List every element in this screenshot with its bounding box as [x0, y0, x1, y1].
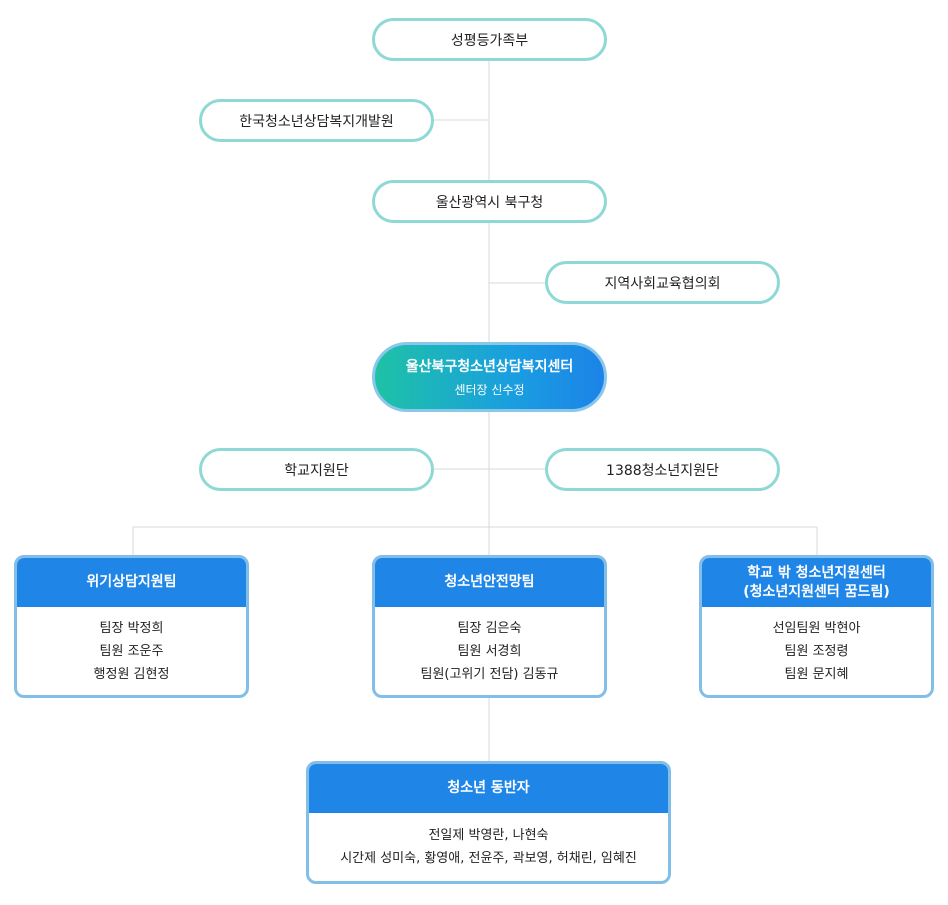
team-header: 위기상담지원팀 — [17, 558, 246, 607]
companion-title: 청소년 동반자 — [447, 780, 530, 796]
team-header: 학교 밖 청소년지원센터 (청소년지원센터 꿈드림) — [702, 558, 931, 607]
team-crisis-counseling: 위기상담지원팀 팀장 박정희 팀원 조운주 행정원 김현정 — [14, 555, 249, 698]
team-members: 팀장 박정희 팀원 조운주 행정원 김현정 — [17, 607, 246, 695]
youth-companion: 청소년 동반자 전일제 박영란, 나현숙 시간제 성미숙, 황영애, 전윤주, … — [306, 761, 671, 884]
team-out-of-school-center: 학교 밖 청소년지원센터 (청소년지원센터 꿈드림) 선임팀원 박현아 팀원 조… — [699, 555, 934, 698]
node-ministry-label: 성평등가족부 — [450, 32, 529, 49]
member-item: 행정원 김현정 — [93, 666, 170, 682]
team-title: 청소년안전망팀 — [444, 574, 535, 590]
member-item: 선임팀원 박현아 — [772, 620, 861, 636]
companion-header: 청소년 동반자 — [309, 764, 668, 813]
node-counseling-institute: 한국청소년상담복지개발원 — [199, 99, 434, 142]
member-item: 시간제 성미숙, 황영애, 전윤주, 곽보영, 허채린, 임혜진 — [340, 851, 637, 866]
node-community-council: 지역사회교육협의회 — [545, 261, 780, 304]
node-school-support-label: 학교지원단 — [284, 462, 349, 479]
companion-members: 전일제 박영란, 나현숙 시간제 성미숙, 황영애, 전윤주, 곽보영, 허채린… — [309, 813, 668, 881]
node-buk-gu-office: 울산광역시 북구청 — [372, 180, 607, 223]
node-ministry: 성평등가족부 — [372, 18, 607, 61]
node-buk-gu-office-label: 울산광역시 북구청 — [435, 194, 544, 211]
member-item: 팀원 서경희 — [457, 643, 522, 659]
member-item: 팀장 박정희 — [99, 620, 164, 636]
team-youth-safety-net: 청소년안전망팀 팀장 김은숙 팀원 서경희 팀원(고위기 전담) 김동규 — [372, 555, 607, 698]
team-title: 위기상담지원팀 — [86, 574, 177, 590]
node-1388-support-label: 1388청소년지원단 — [606, 462, 719, 479]
member-item: 팀원 조정령 — [784, 643, 849, 659]
team-members: 선임팀원 박현아 팀원 조정령 팀원 문지혜 — [702, 607, 931, 695]
node-center: 울산북구청소년상담복지센터 센터장 신수정 — [372, 342, 607, 412]
team-title-line1: 학교 밖 청소년지원센터 — [747, 564, 886, 581]
member-item: 팀장 김은숙 — [457, 620, 522, 636]
node-community-council-label: 지역사회교육협의회 — [604, 275, 721, 292]
center-director: 센터장 신수정 — [454, 383, 525, 397]
node-counseling-institute-label: 한국청소년상담복지개발원 — [239, 113, 394, 130]
team-members: 팀장 김은숙 팀원 서경희 팀원(고위기 전담) 김동규 — [375, 607, 604, 695]
team-header: 청소년안전망팀 — [375, 558, 604, 607]
node-school-support: 학교지원단 — [199, 448, 434, 491]
member-item: 팀원 조운주 — [99, 643, 164, 659]
member-item: 팀원 문지혜 — [784, 666, 849, 682]
member-item: 전일제 박영란, 나현숙 — [428, 828, 549, 843]
member-item: 팀원(고위기 전담) 김동규 — [420, 666, 559, 682]
center-title: 울산북구청소년상담복지센터 — [405, 359, 574, 375]
team-title-line2: (청소년지원센터 꿈드림) — [743, 583, 890, 600]
node-1388-support: 1388청소년지원단 — [545, 448, 780, 491]
